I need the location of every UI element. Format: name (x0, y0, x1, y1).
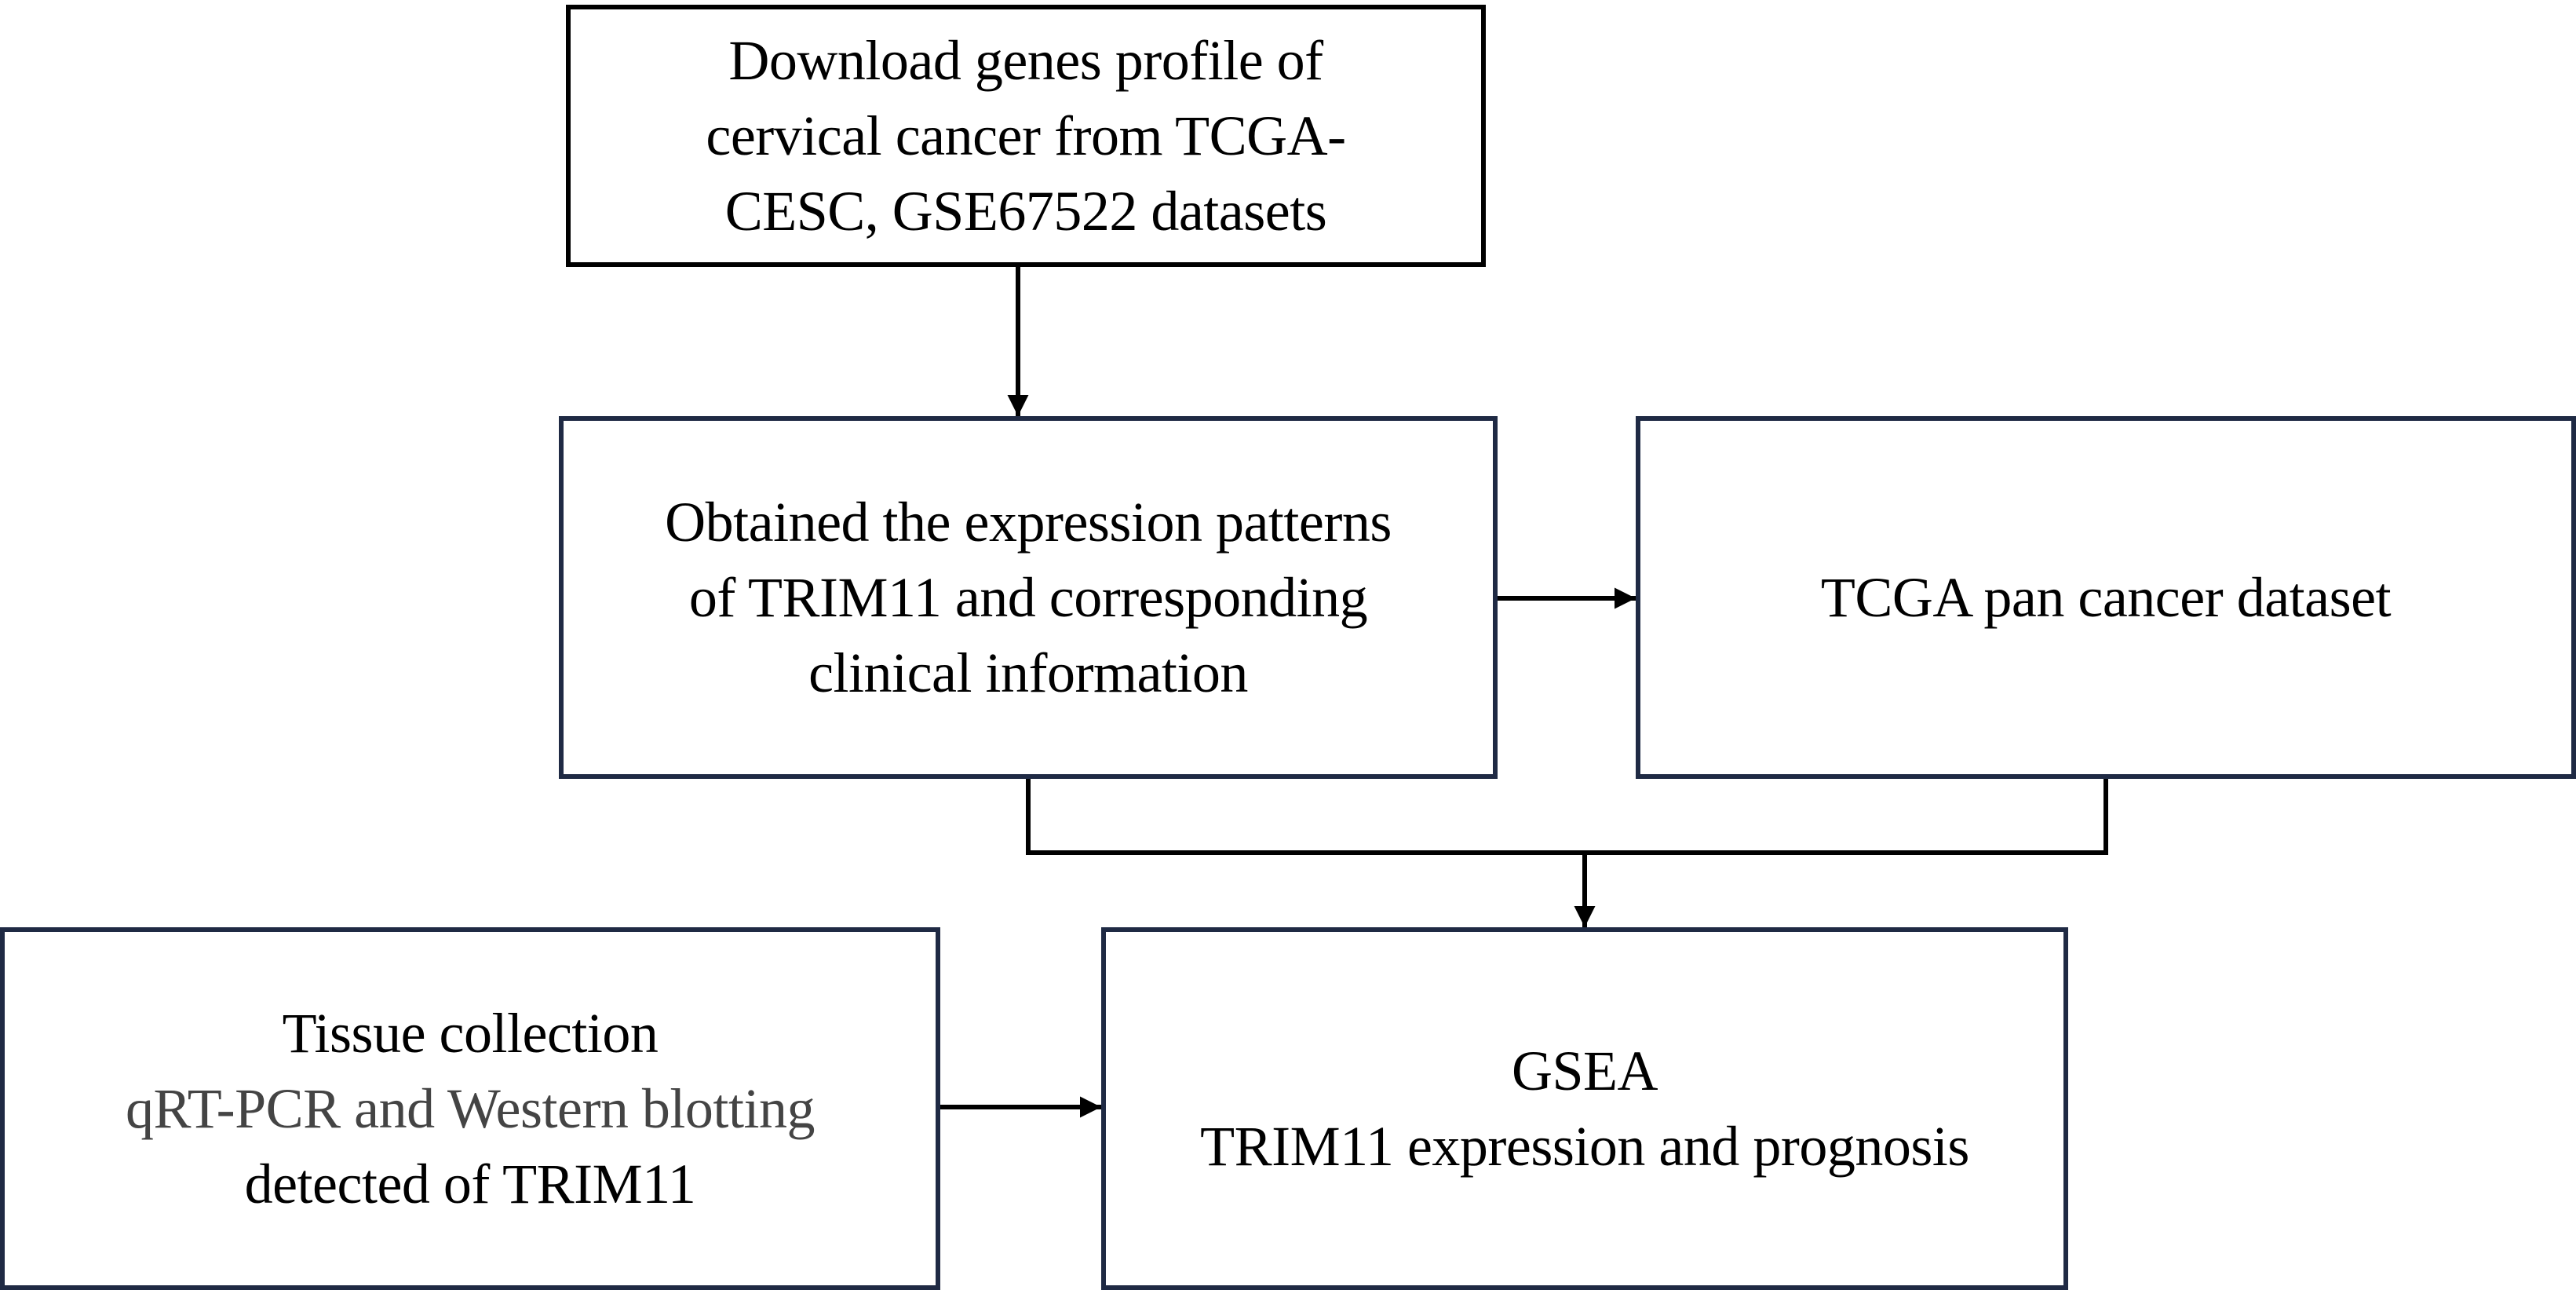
node-gsea-line-2: TRIM11 expression and prognosis (1200, 1115, 1969, 1178)
node-tissue-line-2: qRT-PCR and Western blotting (126, 1077, 815, 1140)
node-obtained-line-3: clinical information (808, 641, 1248, 704)
node-gsea: GSEA TRIM11 expression and prognosis (1101, 927, 2068, 1290)
node-tissue-line-3: detected of TRIM11 (244, 1153, 696, 1215)
node-download-line-1: Download genes profile of (728, 29, 1323, 92)
node-tissue-collection: Tissue collection qRT-PCR and Western bl… (0, 927, 940, 1290)
node-gsea-line-1: GSEA (1511, 1040, 1658, 1102)
node-obtained-expression-patterns: Obtained the expression patterns of TRIM… (559, 416, 1498, 779)
node-download-line-3: CESC, GSE67522 datasets (724, 180, 1327, 243)
node-download-genes-profile: Download genes profile of cervical cance… (566, 5, 1486, 267)
node-tissue-line-1: Tissue collection (282, 1002, 659, 1065)
node-obtained-line-2: of TRIM11 and corresponding (688, 566, 1368, 629)
node-tcga-pan-cancer: TCGA pan cancer dataset (1636, 416, 2576, 779)
merge-bracket (1026, 779, 2108, 855)
node-tcga-pan-line-1: TCGA pan cancer dataset (1820, 566, 2392, 629)
node-obtained-line-1: Obtained the expression patterns (665, 491, 1392, 554)
node-download-line-2: cervical cancer from TCGA- (706, 104, 1346, 167)
